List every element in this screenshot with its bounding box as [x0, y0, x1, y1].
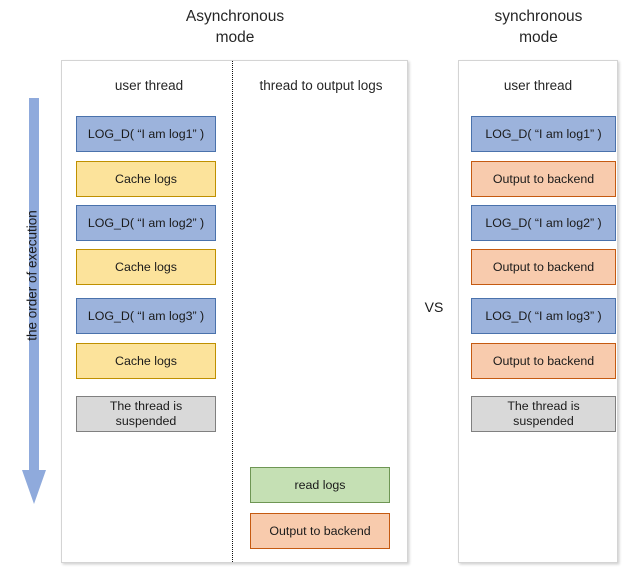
- step-async-cache-logs-3[interactable]: Cache logs: [76, 343, 216, 379]
- step-async-log2[interactable]: LOG_D( “I am log2” ): [76, 205, 216, 241]
- step-sync-output-to-backend-1[interactable]: Output to backend: [471, 161, 616, 197]
- order-of-execution-group: the order of execution: [0, 0, 60, 573]
- down-arrow-icon: [22, 98, 46, 504]
- step-async-output-to-backend[interactable]: Output to backend: [250, 513, 390, 549]
- lane-header-thread-to-output-logs: thread to output logs: [259, 78, 383, 93]
- step-async-thread-suspended[interactable]: The thread is suspended: [76, 396, 216, 432]
- step-async-read-logs[interactable]: read logs: [250, 467, 390, 503]
- lane-header-user-thread-sync: user thread: [503, 78, 573, 93]
- step-async-log1[interactable]: LOG_D( “I am log1” ): [76, 116, 216, 152]
- vs-label: VS: [424, 299, 444, 315]
- sync-mode-title: synchronous mode: [494, 8, 583, 46]
- step-sync-output-to-backend-3[interactable]: Output to backend: [471, 343, 616, 379]
- order-of-execution-arrow-icon: [18, 98, 50, 504]
- step-sync-thread-suspended[interactable]: The thread is suspended: [471, 396, 616, 432]
- async-mode-title: Asynchronous mode: [185, 8, 285, 46]
- step-sync-log3[interactable]: LOG_D( “I am log3” ): [471, 298, 616, 334]
- step-sync-log2[interactable]: LOG_D( “I am log2” ): [471, 205, 616, 241]
- thread-lane-divider: [232, 61, 233, 562]
- step-async-cache-logs-1[interactable]: Cache logs: [76, 161, 216, 197]
- lane-header-user-thread-async: user thread: [114, 78, 184, 93]
- step-sync-log1[interactable]: LOG_D( “I am log1” ): [471, 116, 616, 152]
- order-of-execution-label: the order of execution: [24, 210, 40, 341]
- step-async-cache-logs-2[interactable]: Cache logs: [76, 249, 216, 285]
- step-sync-output-to-backend-2[interactable]: Output to backend: [471, 249, 616, 285]
- step-async-log3[interactable]: LOG_D( “I am log3” ): [76, 298, 216, 334]
